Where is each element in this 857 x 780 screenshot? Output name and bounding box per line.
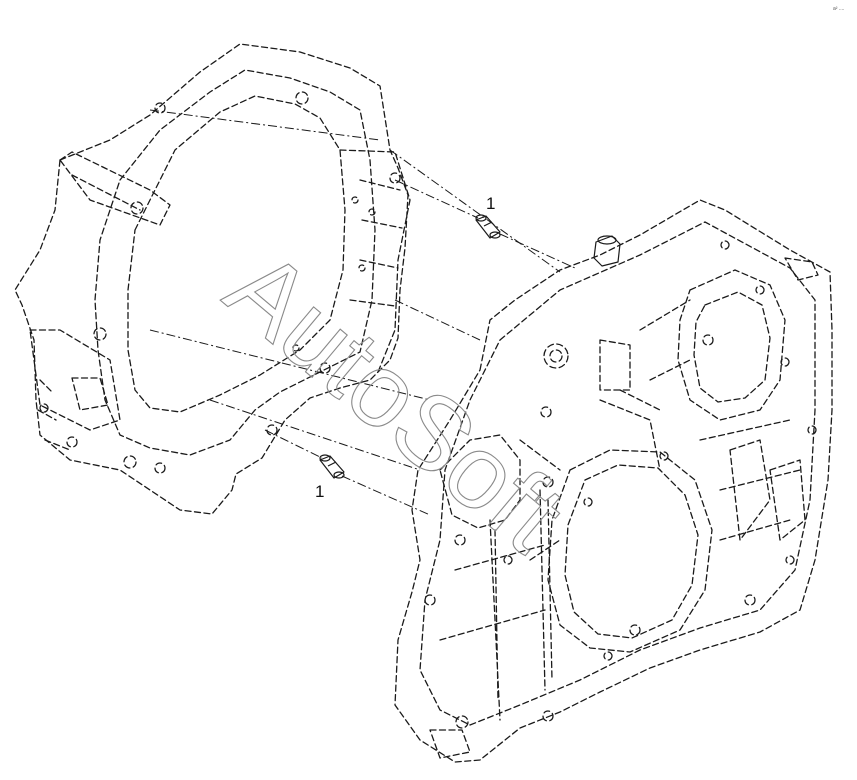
timing-gear-housing — [394, 199, 833, 763]
alignment-lines — [149, 109, 576, 516]
corner-mark: a² .... — [833, 6, 844, 12]
callout-label-lower: 1 — [315, 482, 324, 501]
dowel-pin-lower — [319, 454, 345, 479]
callout-label-upper: 1 — [486, 194, 495, 213]
watermark: AutoSoft — [205, 229, 585, 574]
flywheel-housing — [14, 43, 411, 515]
